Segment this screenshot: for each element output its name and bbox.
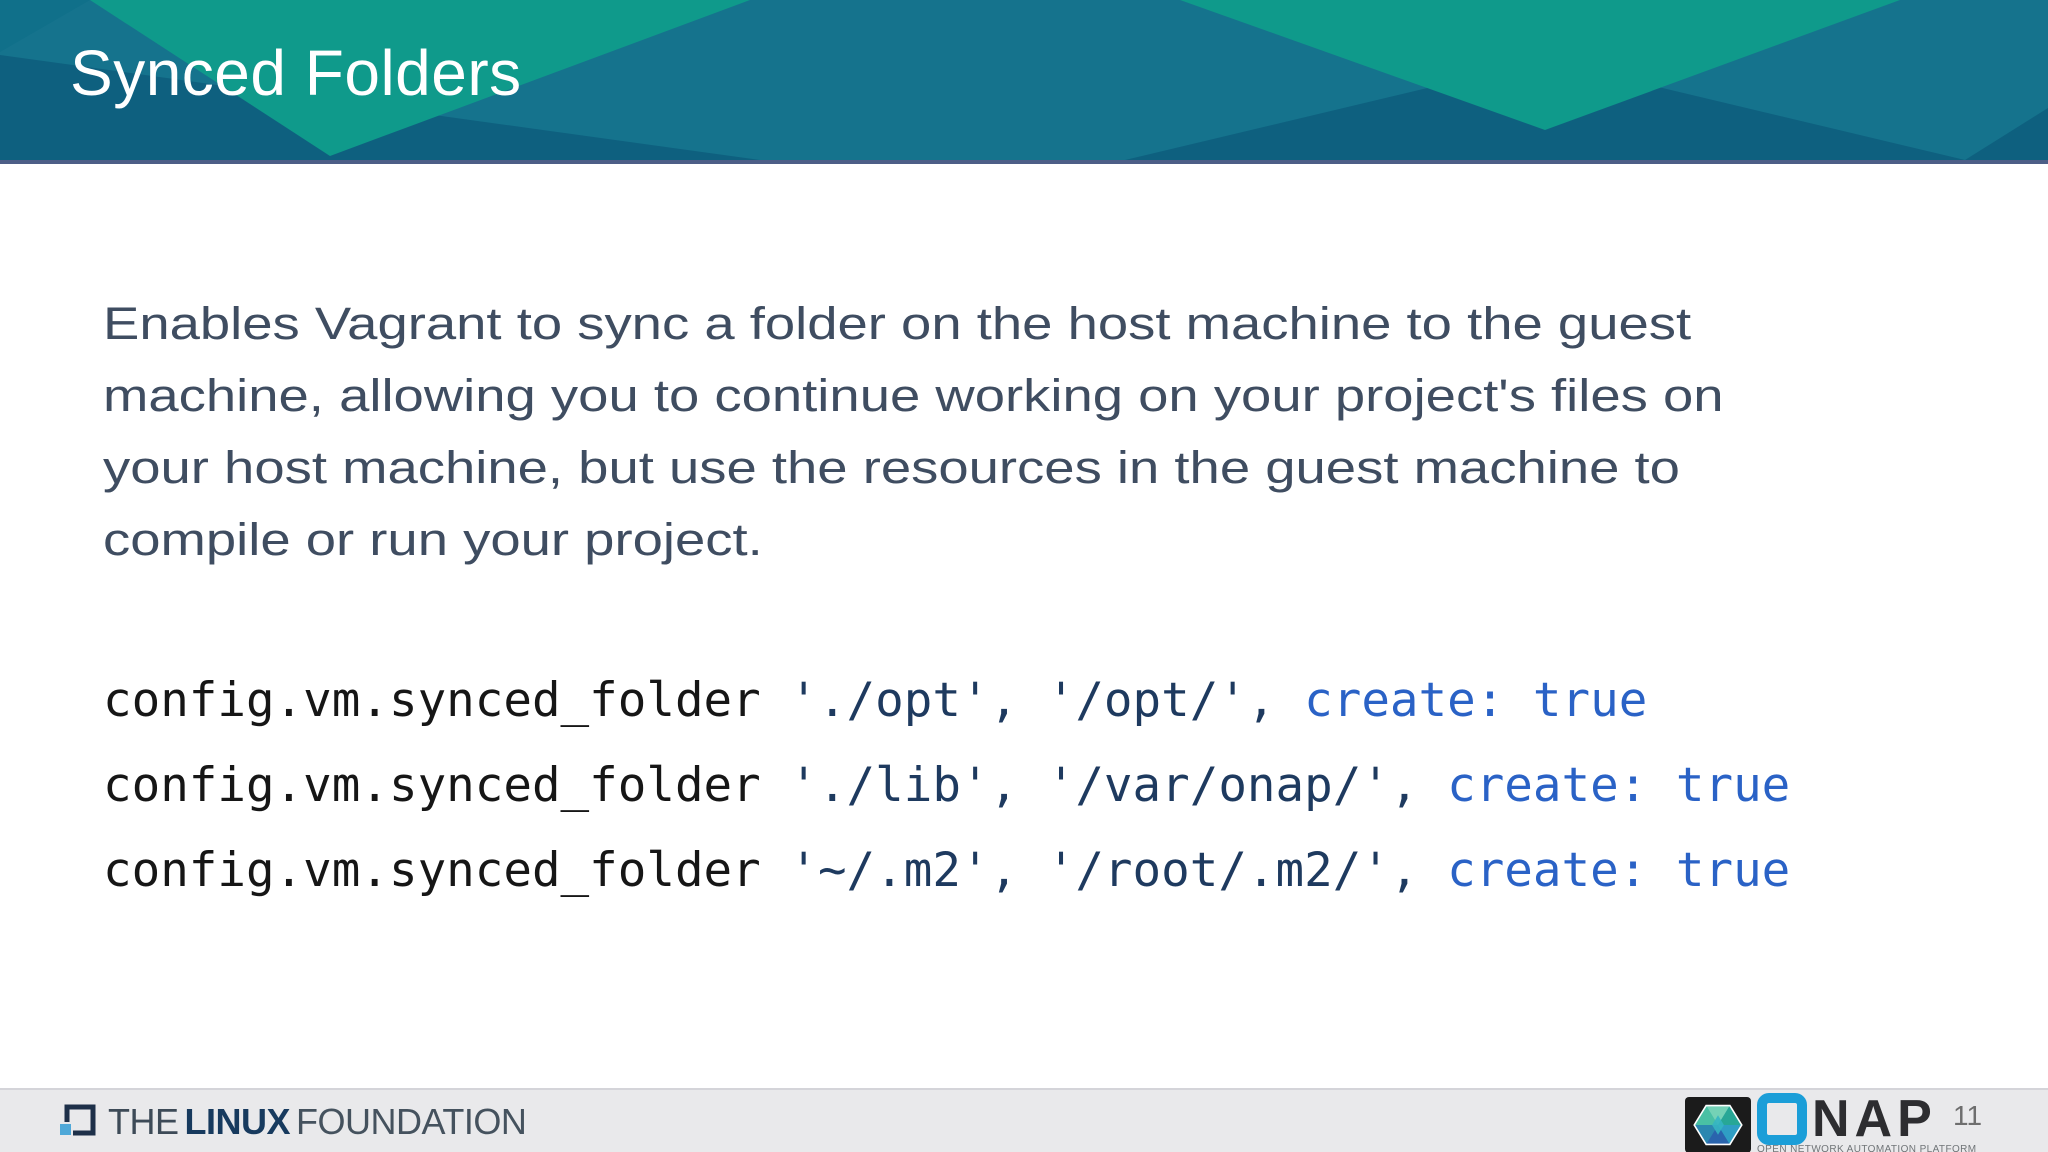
- code-keyword: create: true: [1447, 843, 1791, 898]
- onap-nap-label: NAP: [1812, 1090, 1937, 1148]
- slide-header: Synced Folders: [0, 0, 2048, 164]
- bracket-square-icon: [58, 1104, 96, 1137]
- onap-wordmark-group: NAP OPEN NETWORK AUTOMATION PLATFORM: [1757, 1090, 1977, 1152]
- body-line: Enables Vagrant to sync a folder on the …: [103, 298, 1692, 349]
- code-block: config.vm.synced_folder './opt', '/opt/'…: [103, 658, 1790, 913]
- lf-foundation-label: FOUNDATION: [296, 1101, 527, 1142]
- code-line: config.vm.synced_folder '~/.m2', '/root/…: [103, 828, 1790, 913]
- onap-tagline: OPEN NETWORK AUTOMATION PLATFORM: [1757, 1144, 1977, 1152]
- rounded-square-o-mark: [1757, 1093, 1807, 1145]
- code-token: config.vm.synced_folder: [103, 758, 790, 813]
- onap-logo-box: [1685, 1097, 1751, 1152]
- lf-linux-label: LINUX: [184, 1101, 291, 1142]
- body-paragraph: Enables Vagrant to sync a folder on the …: [103, 288, 1724, 576]
- code-token: config.vm.synced_folder: [103, 673, 790, 728]
- code-line: config.vm.synced_folder './lib', '/var/o…: [103, 743, 1790, 828]
- code-string: './opt',: [789, 673, 1047, 728]
- code-string: '/var/onap/',: [1046, 758, 1448, 813]
- hexagon-mosaic-icon: [1693, 1104, 1743, 1146]
- onap-wordmark: NAP: [1757, 1090, 1976, 1148]
- body-line: compile or run your project.: [103, 514, 763, 565]
- header-triangle-pattern-icon: [0, 0, 2048, 160]
- onap-logo: NAP OPEN NETWORK AUTOMATION PLATFORM: [1685, 1090, 1977, 1152]
- code-string: '/root/.m2/',: [1046, 843, 1448, 898]
- code-string: '~/.m2',: [789, 843, 1047, 898]
- body-line: your host machine, but use the resources…: [103, 442, 1680, 493]
- code-token: config.vm.synced_folder: [103, 843, 790, 898]
- code-keyword: create: true: [1304, 673, 1648, 728]
- code-line: config.vm.synced_folder './opt', '/opt/'…: [103, 658, 1790, 743]
- code-string: '/opt/',: [1046, 673, 1305, 728]
- lf-the-label: THE: [108, 1101, 179, 1142]
- code-keyword: create: true: [1447, 758, 1791, 813]
- body-line: machine, allowing you to continue workin…: [103, 370, 1724, 421]
- page-title: Synced Folders: [70, 37, 522, 109]
- page-number: 11: [1953, 1100, 1983, 1131]
- code-string: './lib',: [789, 758, 1047, 813]
